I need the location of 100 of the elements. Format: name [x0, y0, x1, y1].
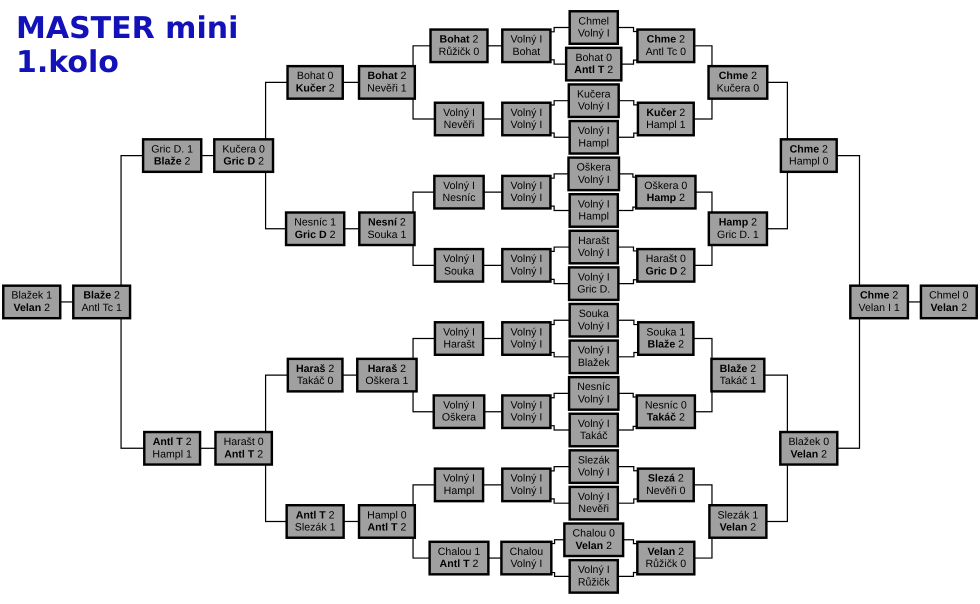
node-box: Hamp 2 Gric D. 1 [708, 211, 768, 246]
connector [483, 484, 502, 486]
node-box: Chalou 0 Velan 2 [563, 522, 624, 558]
node-box: Volný I Souka [434, 248, 484, 283]
connector [550, 100, 569, 106]
connector [484, 411, 502, 412]
connector [550, 320, 570, 326]
connector [550, 206, 570, 212]
node-box: Bohat 0 Kučer 2 [286, 64, 344, 100]
node-box: Nesníc 0 Takáč 2 [636, 394, 696, 430]
connector [487, 45, 502, 46]
node-box: Volný I Hampl [568, 193, 620, 228]
node-box: Volný I Nevěři [568, 486, 620, 521]
node-box: Chmel 0 Velan 2 [920, 284, 978, 320]
node-box: Volný I Oškera [432, 394, 486, 430]
node-box: Kučera Volný I [568, 83, 620, 118]
connector [342, 374, 358, 376]
connector [342, 82, 360, 84]
connector [618, 279, 638, 284]
node-box: Bohat 2 Nevěři 1 [358, 64, 416, 100]
node-box: Volný I Růžičk [568, 558, 620, 594]
node-box: Gric D. 1 Blaže 2 [142, 138, 202, 174]
node-box: Haraš 2 Oškera 1 [356, 358, 418, 393]
node-box: Harašt Volný I [568, 230, 620, 265]
node-box: Volný I Gric D. [568, 266, 620, 302]
connector [344, 520, 360, 522]
connector [621, 60, 638, 65]
node-box: Volný I Volný I [501, 102, 552, 137]
connector [618, 246, 638, 252]
connector [488, 558, 502, 559]
connector [618, 173, 636, 178]
node-box: Nesní 2 Souka 1 [358, 211, 416, 246]
node-box: Blažek 1 Velan 2 [2, 284, 62, 320]
node-box: Volný I Volný I [501, 321, 552, 356]
connector [200, 448, 216, 449]
node-box: Volný I Hampl [568, 120, 620, 155]
connector [618, 352, 638, 358]
node-box: Slezá 2 Nevěři 0 [636, 467, 695, 502]
node-box: Chme 2 Kučera 0 [707, 64, 768, 100]
connector [550, 352, 570, 358]
node-box: Bohat 0 Antl T 2 [564, 46, 623, 82]
node-box: Volný I Nevěři [434, 102, 484, 137]
node-box: Antl T 2 Hampl 1 [143, 430, 202, 466]
connector [60, 301, 74, 303]
node-box: Kučera 0 Gric D 2 [213, 138, 274, 174]
connector [550, 425, 570, 431]
node-box: Haraš 2 Takáč 0 [286, 358, 344, 393]
node-box: Volný I Harašt [434, 321, 484, 356]
node-box: Oškera Volný I [567, 156, 620, 192]
connector [550, 278, 570, 284]
node-box: Velan 2 Růžičk 0 [636, 540, 696, 576]
connector [550, 59, 566, 65]
node-box: Blaže 2 Antl Tc 1 [72, 284, 132, 320]
node-box: Volný I Volný I [501, 174, 552, 210]
connector [550, 392, 570, 398]
connector [618, 498, 638, 504]
node-box: Hampl 0 Antl T 2 [358, 504, 416, 540]
connector [618, 26, 638, 32]
node-box: Chme 2 Hampl 0 [780, 138, 838, 174]
node-box: Nesníc 1 Gric D 2 [284, 211, 346, 246]
node-box: Volný I Nesníc [433, 174, 485, 210]
connector [618, 572, 638, 578]
connector [618, 466, 638, 472]
node-box: Slezák 1 Velan 2 [708, 504, 768, 540]
title: MASTER mini 1.kolo [16, 12, 240, 80]
node-box: Volný I Hampl [434, 467, 484, 502]
node-box: Slezák Volný I [568, 449, 620, 484]
connector [483, 264, 502, 266]
connector [623, 539, 638, 544]
connector [550, 173, 568, 179]
connector [201, 155, 214, 156]
connector [550, 132, 570, 138]
connector [618, 132, 638, 138]
node-box: Volný I Blažek [568, 339, 620, 374]
node-box: Souka 1 Blaže 2 [636, 321, 695, 356]
connector [483, 338, 502, 340]
node-box: Chalou Volný I [500, 540, 553, 576]
connector [618, 206, 636, 212]
node-box: Antl T 2 Slezák 1 [285, 504, 345, 540]
connector [618, 392, 637, 398]
node-box: Nesníc Volný I [568, 376, 620, 411]
connector [484, 192, 502, 193]
connector [344, 228, 360, 230]
node-box: Blaže 2 Takáč 1 [710, 358, 766, 393]
connector [551, 539, 564, 544]
node-box: Harašt 0 Gric D 2 [636, 248, 696, 283]
node-box: Chme 2 Antl Tc 0 [636, 28, 696, 64]
node-box: Kučer 2 Hampl 1 [636, 102, 695, 137]
node-box: Volný I Takáč [568, 412, 620, 448]
node-box: Bohat 2 Růžičk 0 [429, 28, 489, 64]
connector [550, 26, 570, 32]
connector [483, 118, 502, 120]
connector [618, 320, 638, 326]
connector [550, 466, 570, 472]
connector [550, 246, 570, 252]
connector [618, 100, 638, 106]
connector [618, 426, 637, 431]
node-box: Chmel Volný I [568, 10, 620, 46]
node-box: Blažek 0 Velan 2 [779, 430, 838, 466]
node-box: Chme 2 Velan I 1 [849, 284, 910, 320]
